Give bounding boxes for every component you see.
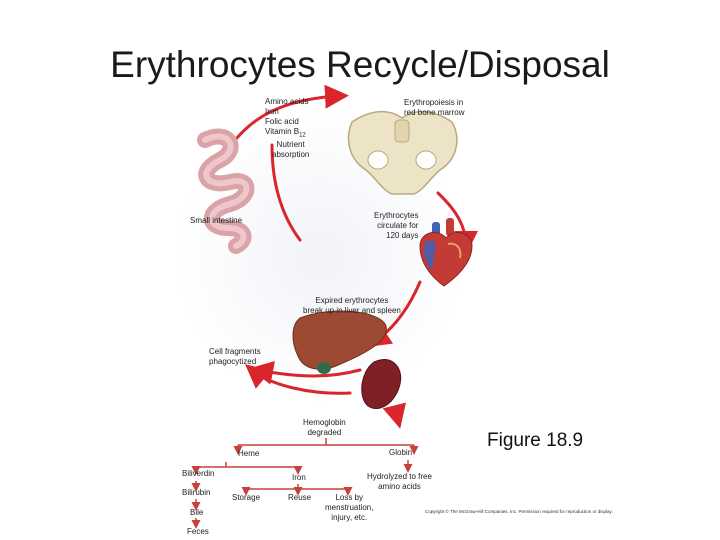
- absorption-label: Nutrient absorption: [272, 140, 310, 159]
- arrow-to-marrow: [226, 84, 349, 152]
- bilirubin-label: Bilirubin: [182, 488, 211, 497]
- copyright-notice: Copyright © The McGraw-Hill Companies, I…: [425, 509, 613, 514]
- arrow-absorption-link: [270, 143, 302, 242]
- arrow-from-spleen: [245, 364, 352, 395]
- heart-icon: [419, 218, 473, 287]
- pelvis-icon: [347, 110, 458, 195]
- expired-label: Expired erythrocytes break up in liver a…: [303, 296, 401, 315]
- degradation-tree: [191, 438, 419, 529]
- hemoglobin-label: Hemoglobin degraded: [303, 418, 346, 437]
- small-intestine-label: Small intestine: [190, 216, 243, 225]
- loss-label: Loss by menstruation, injury, etc.: [325, 493, 374, 522]
- circulate-label: Erythrocytes circulate for 120 days: [374, 211, 419, 240]
- spleen-icon: [361, 359, 402, 409]
- storage-label: Storage: [232, 493, 261, 502]
- liver-icon: [292, 310, 387, 374]
- page-title: Erythrocytes Recycle/Disposal: [110, 44, 610, 85]
- figure-label: Figure 18.9: [487, 430, 584, 451]
- hydrolyzed-label: Hydrolyzed to free amino acids: [367, 472, 432, 491]
- biliverdin-label: Biliverdin: [182, 469, 215, 478]
- reuse-label: Reuse: [288, 493, 312, 502]
- heme-label: Heme: [238, 449, 260, 458]
- erythropoiesis-label: Erythropoiesis in red bone marrow: [404, 98, 465, 117]
- nutrients-label: Amino acids Iron Folic acid Vitamin B12: [265, 97, 309, 139]
- feces-label: Feces: [187, 527, 209, 536]
- globin-label: Globin: [389, 448, 413, 457]
- iron-label: Iron: [292, 473, 306, 482]
- bile-label: Bile: [190, 508, 204, 517]
- small-intestine-icon: [197, 128, 255, 254]
- arrow-to-degradation: [382, 402, 407, 429]
- fragments-label: Cell fragments phagocytized: [209, 347, 261, 366]
